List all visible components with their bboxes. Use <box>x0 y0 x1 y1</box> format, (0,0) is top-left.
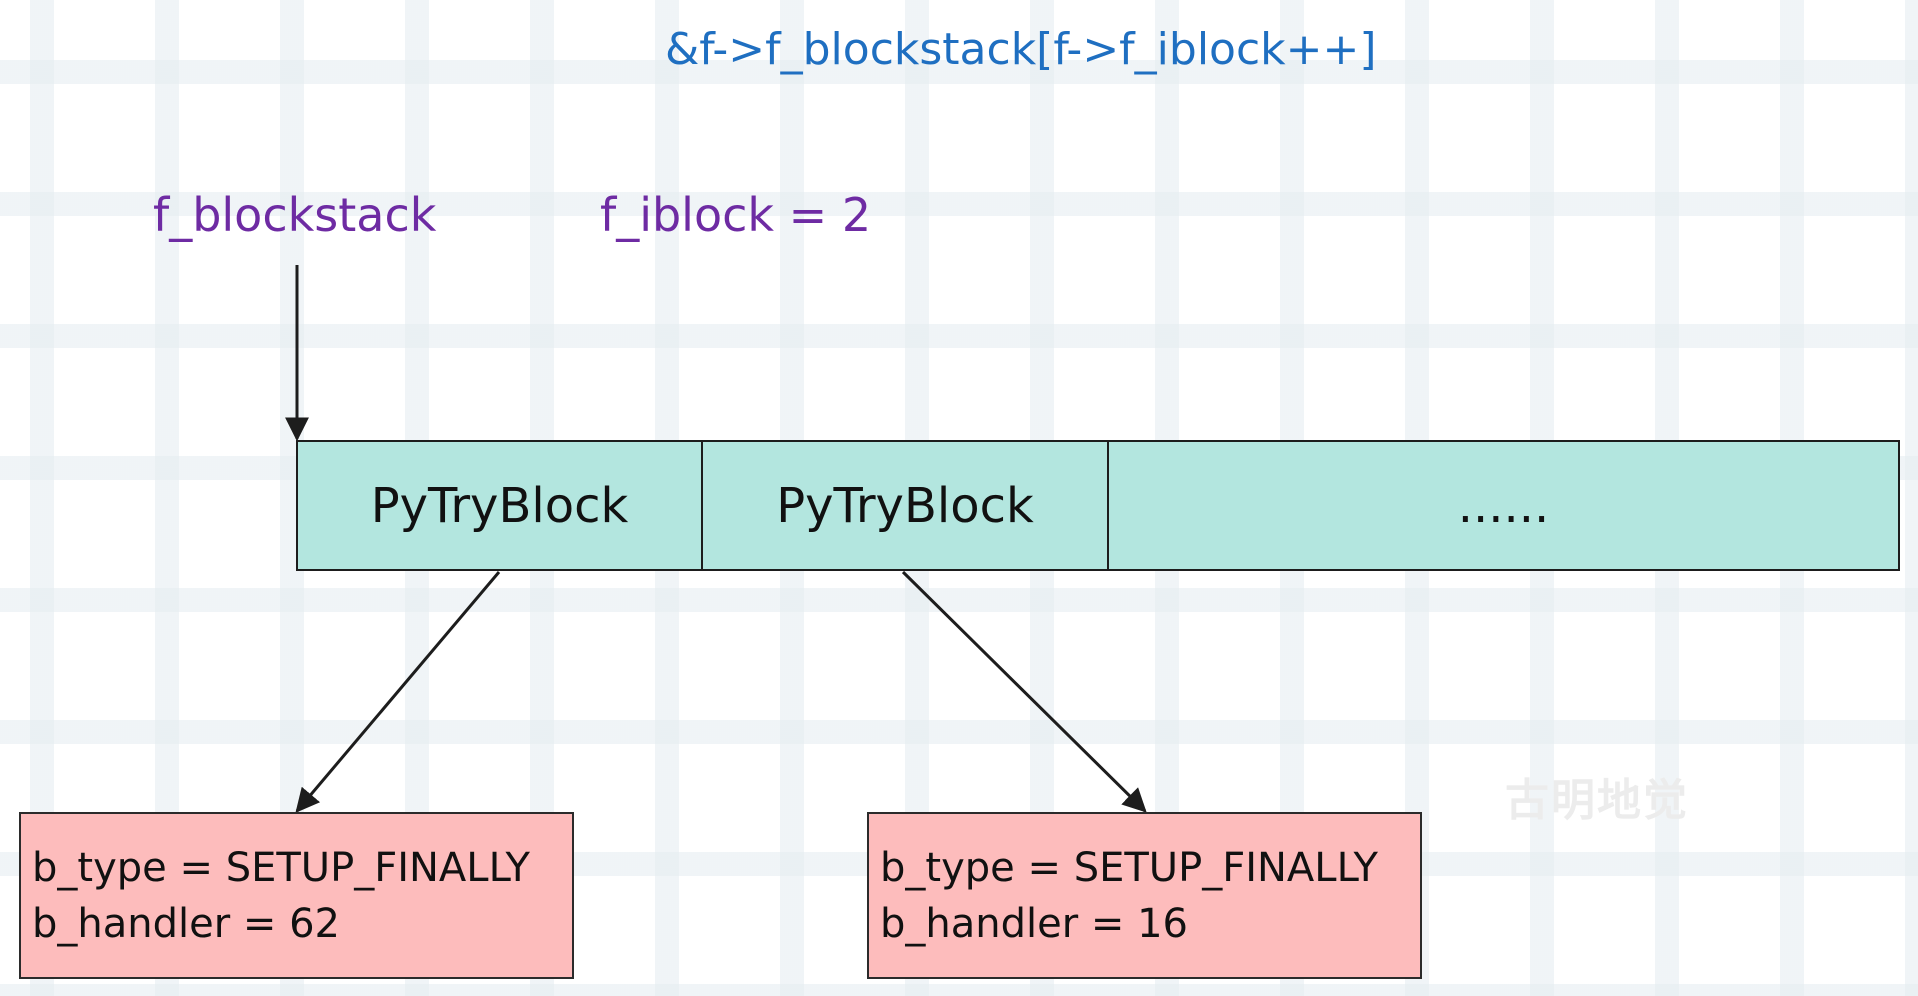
block-1-type: b_type = SETUP_FINALLY <box>32 845 530 891</box>
stack-cell-ellipsis: ...... <box>1457 477 1550 534</box>
watermark: 古明地觉 <box>1505 775 1689 826</box>
block-2-type: b_type = SETUP_FINALLY <box>880 845 1378 891</box>
stack-cell-pytryblock-2: PyTryBlock <box>703 442 1109 569</box>
pytryblock-detail-2: b_type = SETUP_FINALLY b_handler = 16 <box>867 812 1422 979</box>
f-iblock-label: f_iblock = 2 <box>600 188 872 242</box>
f-blockstack-label: f_blockstack <box>153 188 437 242</box>
pytryblock-detail-1: b_type = SETUP_FINALLY b_handler = 62 <box>19 812 574 979</box>
diagram-title: &f->f_blockstack[f->f_iblock++] <box>665 24 1377 75</box>
block-stack-array: PyTryBlock PyTryBlock ...... <box>296 440 1900 571</box>
block-1-arrow <box>295 571 501 813</box>
stack-cell-pytryblock-1: PyTryBlock <box>298 442 703 569</box>
block-2-arrow <box>901 570 1147 813</box>
block-1-handler: b_handler = 62 <box>32 901 341 947</box>
block-2-handler: b_handler = 16 <box>880 901 1189 947</box>
